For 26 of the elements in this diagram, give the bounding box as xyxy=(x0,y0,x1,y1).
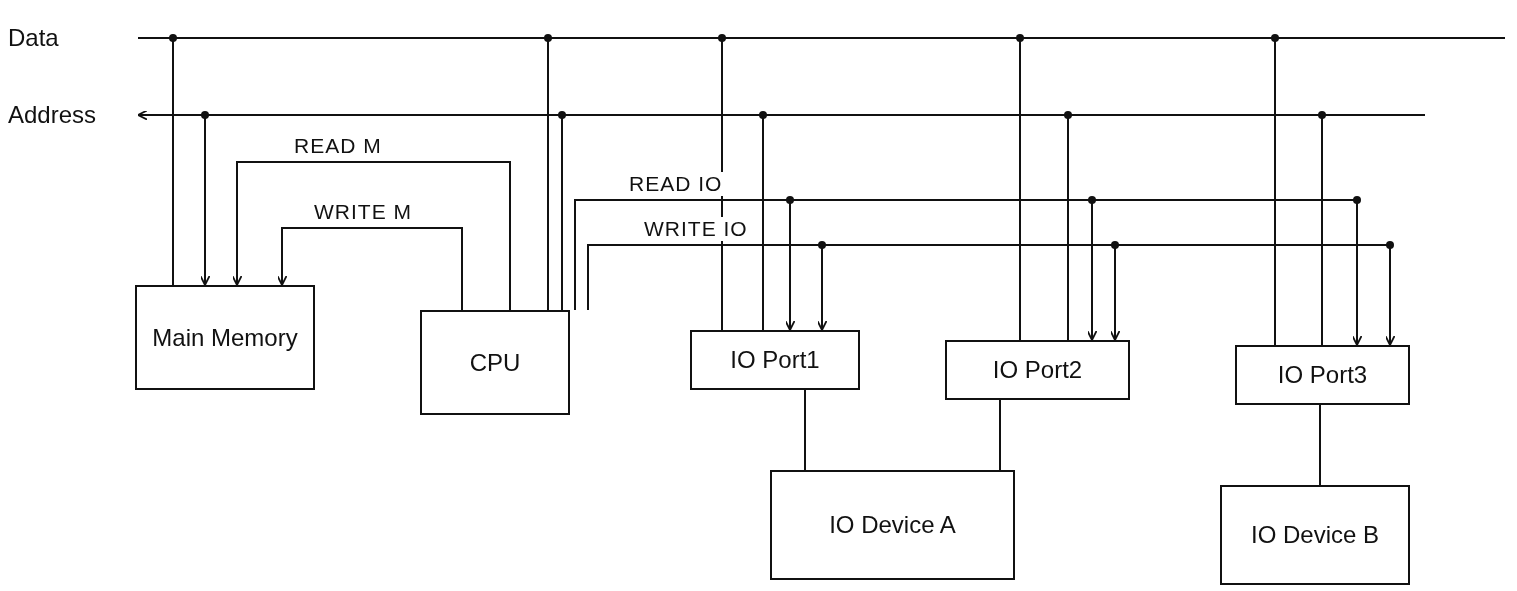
component-label: IO Device B xyxy=(1250,521,1379,549)
component-box xyxy=(770,470,1015,580)
component-label: IO Port3 xyxy=(1277,361,1368,389)
arrow xyxy=(574,199,1363,346)
arrow xyxy=(137,109,563,311)
component-label: IO Port2 xyxy=(992,356,1083,384)
connector-line xyxy=(804,389,806,471)
arrow xyxy=(276,227,463,311)
component-label: IO Device A xyxy=(829,511,956,539)
component-label: IO Port1 xyxy=(730,346,820,374)
component-box xyxy=(1235,345,1410,405)
arrow xyxy=(231,161,511,311)
connector-line xyxy=(137,37,1276,346)
component-label: CPU xyxy=(469,348,521,377)
component-box xyxy=(690,330,860,390)
connector-line xyxy=(999,399,1001,471)
bus-label: Data xyxy=(8,24,59,52)
bus-label: Address xyxy=(8,101,97,129)
component-box xyxy=(945,340,1130,400)
component-label: Main Memory xyxy=(152,323,298,352)
component-box xyxy=(135,285,315,390)
arrow xyxy=(587,244,1396,346)
connector-line xyxy=(137,114,1323,346)
connector-line xyxy=(1319,404,1321,486)
component-box xyxy=(1220,485,1410,585)
component-box xyxy=(420,310,570,415)
